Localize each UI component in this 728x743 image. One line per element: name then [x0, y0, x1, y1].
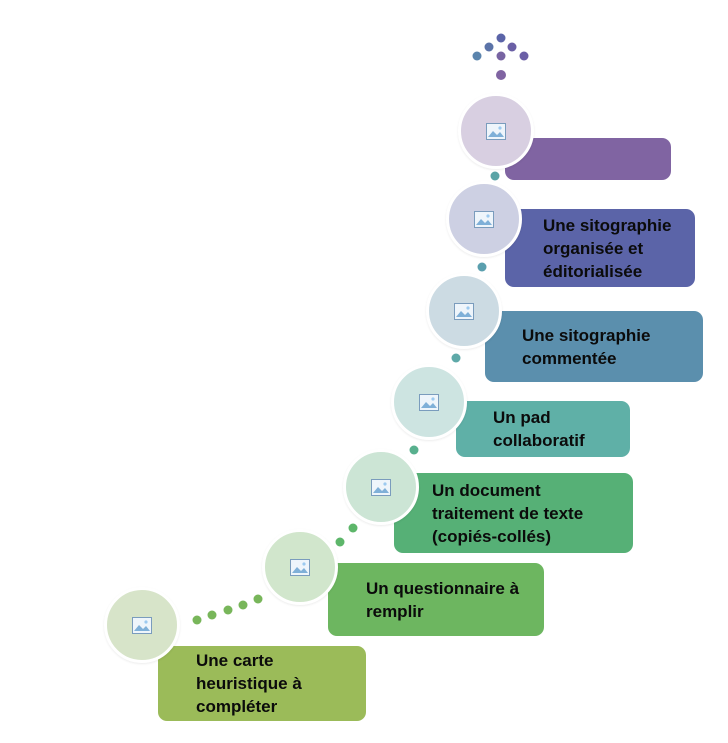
step-box-3: Un document traitement de texte (copiés-… — [394, 473, 633, 553]
step-circle-7 — [458, 93, 534, 169]
step-box-7 — [505, 138, 671, 180]
picture-placeholder-icon — [290, 558, 310, 576]
connector-dots — [192, 171, 500, 625]
step-label-2: Un questionnaire à remplir — [366, 578, 520, 621]
connector-dot — [223, 605, 233, 615]
step-circle-3 — [343, 449, 419, 525]
connector-dot — [238, 600, 248, 610]
step-box-6: Une sitographie organisée et éditorialis… — [505, 209, 695, 287]
step-label-1: Une carte heuristique à compléter — [196, 651, 302, 716]
connector-dot — [477, 262, 487, 272]
connector-dot — [207, 610, 217, 620]
connector-dot — [192, 615, 202, 625]
picture-placeholder-icon — [132, 616, 152, 634]
step-box-4: Un pad collaboratif — [456, 401, 630, 457]
step-label-5: Une sitographie commentée — [522, 325, 651, 368]
step-box-1: Une carte heuristique à compléter — [158, 646, 366, 721]
connector-dot — [409, 445, 419, 455]
step-box-2: Un questionnaire à remplir — [328, 563, 544, 636]
connector-dot — [335, 537, 345, 547]
step-circle-2 — [262, 529, 338, 605]
picture-placeholder-icon — [371, 478, 391, 496]
connector-dot — [253, 594, 263, 604]
step-label-3: Un document traitement de texte (copiés-… — [432, 480, 584, 546]
step-circle-6 — [446, 181, 522, 257]
step-label-6: Une sitographie organisée et éditorialis… — [543, 215, 672, 281]
step-circle-4 — [391, 364, 467, 440]
connector-dot — [348, 523, 358, 533]
step-circle-5 — [426, 273, 502, 349]
step-circle-1 — [104, 587, 180, 663]
picture-placeholder-icon — [454, 302, 474, 320]
picture-placeholder-icon — [486, 122, 506, 140]
connector-dot — [490, 171, 500, 181]
picture-placeholder-icon — [419, 393, 439, 411]
step-box-5: Une sitographie commentée — [485, 311, 703, 382]
picture-placeholder-icon — [474, 210, 494, 228]
dots-arrow-icon — [472, 33, 529, 80]
step-label-4: Un pad collaboratif — [493, 408, 585, 450]
connector-dot — [451, 353, 461, 363]
